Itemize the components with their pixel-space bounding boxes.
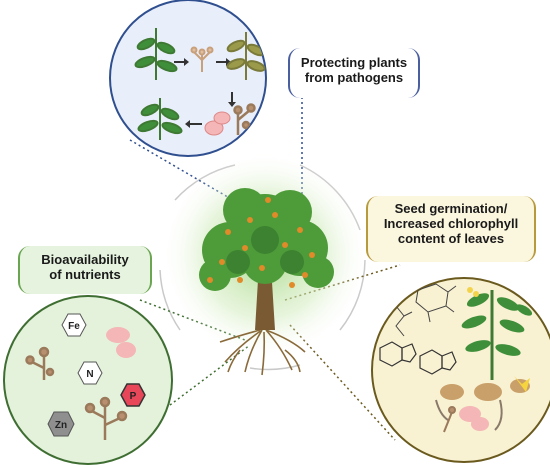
healthy-plant-icon	[134, 28, 178, 80]
n-hexagon	[77, 361, 103, 385]
germination-label-line-3: content of leaves	[397, 230, 505, 246]
indole-molecule-icon	[379, 341, 457, 375]
amino-acid-icon	[395, 305, 413, 337]
biocontrol-microbe-icon	[204, 103, 256, 136]
nutrient-label-line-2: of nutrients	[49, 266, 121, 282]
germination-label-line-1: Seed germination/	[394, 201, 508, 216]
central-tree	[160, 150, 370, 376]
germination-circle	[371, 277, 550, 463]
nutrient-label-line-1: Bioavailability	[41, 252, 129, 267]
p-hexagon	[120, 383, 146, 407]
fungus-icon	[190, 46, 214, 72]
fe-hexagon	[61, 313, 87, 337]
tomato-plant-icon	[461, 287, 533, 380]
pathogen-label-line-1: Protecting plants	[300, 55, 408, 70]
element-zn: Zn	[55, 420, 67, 431]
recovered-plant-icon	[137, 98, 183, 140]
pathogen-circle	[109, 0, 267, 157]
pathogen-label: Protecting plants from pathogens	[288, 48, 420, 98]
element-p: P	[130, 391, 137, 402]
diseased-plant-icon	[226, 32, 266, 80]
element-n: N	[86, 369, 93, 380]
element-fe: Fe	[68, 321, 80, 332]
germination-label-line-2: Increased chlorophyll	[383, 215, 519, 231]
pathogen-label-line-2: from pathogens	[304, 69, 404, 85]
nutrient-label: Bioavailability of nutrients	[18, 246, 152, 294]
zn-hexagon	[47, 411, 75, 437]
nutrient-circle: Fe N P Zn	[3, 295, 173, 465]
germination-label: Seed germination/ Increased chlorophyll …	[366, 196, 536, 262]
seed-icon	[440, 376, 530, 431]
